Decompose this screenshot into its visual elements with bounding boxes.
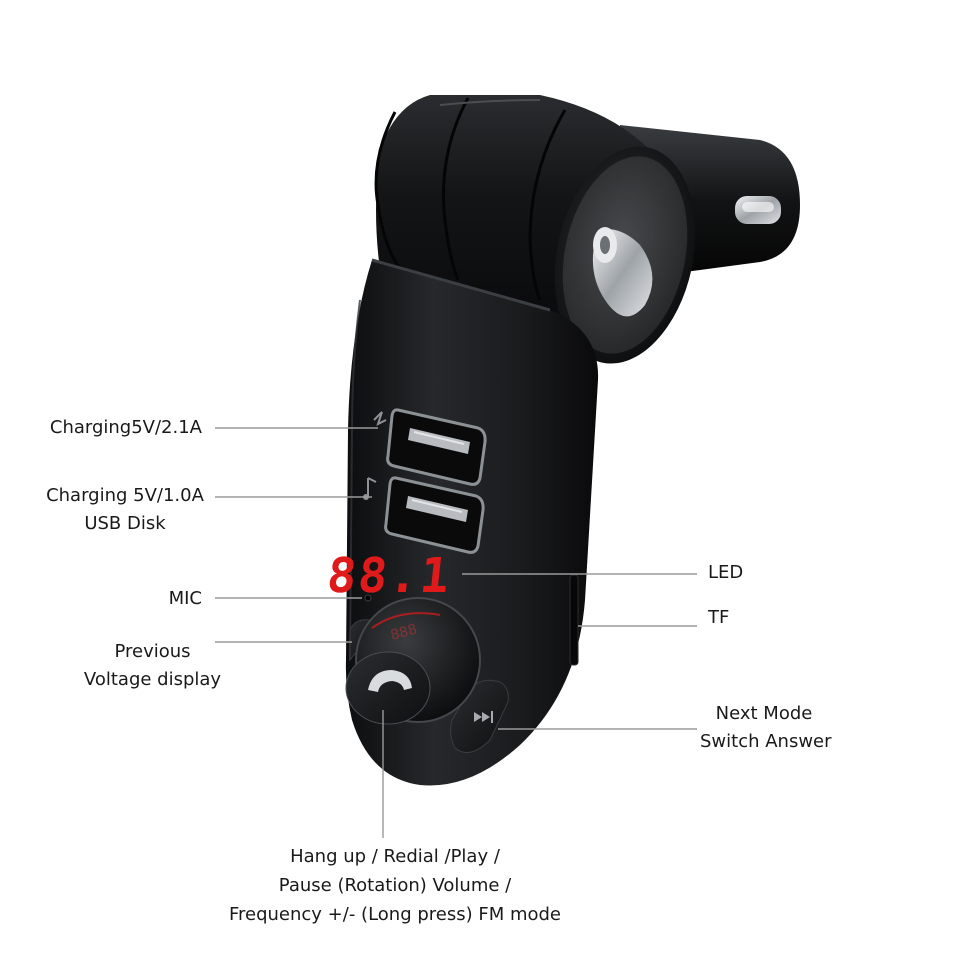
- callout-line: Next Mode: [715, 703, 813, 724]
- callout-line: Switch Answer: [700, 731, 832, 752]
- callout-line: Previous: [114, 641, 191, 662]
- callout-mic: MIC: [169, 585, 202, 613]
- callout-line: LED: [708, 562, 744, 583]
- lightning-icon: [373, 411, 387, 426]
- callout-line: Pause (Rotation) Volume /: [278, 875, 512, 896]
- callout-line: TF: [708, 607, 730, 628]
- next-button[interactable]: [450, 679, 509, 753]
- svg-text:888: 888: [389, 621, 419, 643]
- led-display: 88.1: [325, 548, 454, 604]
- callout-tf: TF: [708, 604, 729, 632]
- usb-port-1[interactable]: [373, 408, 487, 486]
- callout-line: Hang up / Redial /Play /: [290, 846, 500, 867]
- callout-led: LED: [708, 559, 743, 587]
- tf-card-slot[interactable]: [569, 574, 579, 666]
- rotary-knob[interactable]: 888: [345, 597, 481, 725]
- callout-leader-lines: [215, 427, 697, 838]
- phone-icon: [368, 670, 412, 692]
- skip-next-icon: [474, 711, 493, 723]
- music-note-icon: [367, 477, 377, 496]
- callout-line: USB Disk: [84, 513, 166, 534]
- callout-line: Frequency +/- (Long press) FM mode: [228, 904, 562, 925]
- usb-port-2[interactable]: [363, 476, 485, 554]
- callout-line: Charging 5V/1.0A: [46, 485, 204, 506]
- callout-line: Charging5V/2.1A: [49, 417, 202, 438]
- led-digits: 88.1: [325, 548, 454, 604]
- callout-previous: Previous Voltage display: [70, 638, 235, 694]
- callout-line: Voltage display: [83, 669, 222, 690]
- mic-hole: [364, 594, 372, 602]
- callout-usb2: Charging 5V/1.0A USB Disk: [40, 482, 210, 538]
- callout-usb1: Charging5V/2.1A: [50, 414, 202, 442]
- callout-next: Next Mode Switch Answer: [700, 700, 832, 756]
- plug-end-cap: [554, 146, 696, 364]
- callout-line: MIC: [168, 588, 202, 609]
- call-button[interactable]: [345, 651, 431, 725]
- callout-knob: Hang up / Redial /Play / Pause (Rotation…: [200, 842, 590, 929]
